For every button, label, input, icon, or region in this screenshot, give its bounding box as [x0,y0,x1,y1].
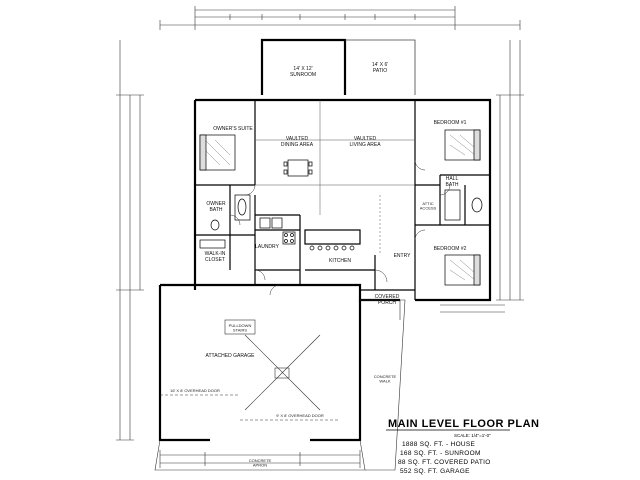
furniture [199,129,483,286]
door-swings [229,159,451,296]
garage-details [154,299,406,471]
room-labels: 14' X 12'SUNROOM 14' X 6'PATIO OWNER'S S… [170,62,466,468]
stat-patio: 88 SQ. FT. COVERED PATIO [398,459,491,466]
vault-lines [255,100,415,255]
garage-label: ATTACHED GARAGE [206,353,256,359]
owners-suite-label: OWNER'S SUITE [213,126,253,132]
stat-house: 1888 SQ. FT. - HOUSE [402,441,476,448]
entry-label: ENTRY [394,253,412,259]
bedroom2-label: BEDROOM #2 [434,246,467,252]
side-dimension-lines [116,40,524,441]
dining-table-icon [287,159,309,177]
patio-outline [345,39,416,95]
overhead-door-2-label: 9' X 8' OVERHEAD DOOR [276,413,324,418]
top-dimension-lines [159,6,521,30]
plan-scale: SCALE: 1/4"=1'-0" [454,433,491,438]
title-block: MAIN LEVEL FLOOR PLAN SCALE: 1/4"=1'-0" … [386,418,539,475]
plan-title: MAIN LEVEL FLOOR PLAN [388,418,539,430]
overhead-door-1-label: 16' X 8' OVERHEAD DOOR [170,388,220,393]
stat-sunroom: 168 SQ. FT. - SUNROOM [400,450,481,457]
bottom-dimension-lines [159,300,505,468]
laundry-label: LAUNDRY [255,244,279,250]
stat-garage: 552 SQ. FT. GARAGE [400,468,470,475]
sunroom-label: 14' X 12'SUNROOM [290,66,316,78]
patio-label: 14' X 6'PATIO [372,62,388,74]
bedroom1-label: BEDROOM #1 [434,120,467,126]
stove-icon [282,231,296,245]
kitchen-label: KITCHEN [329,258,351,264]
